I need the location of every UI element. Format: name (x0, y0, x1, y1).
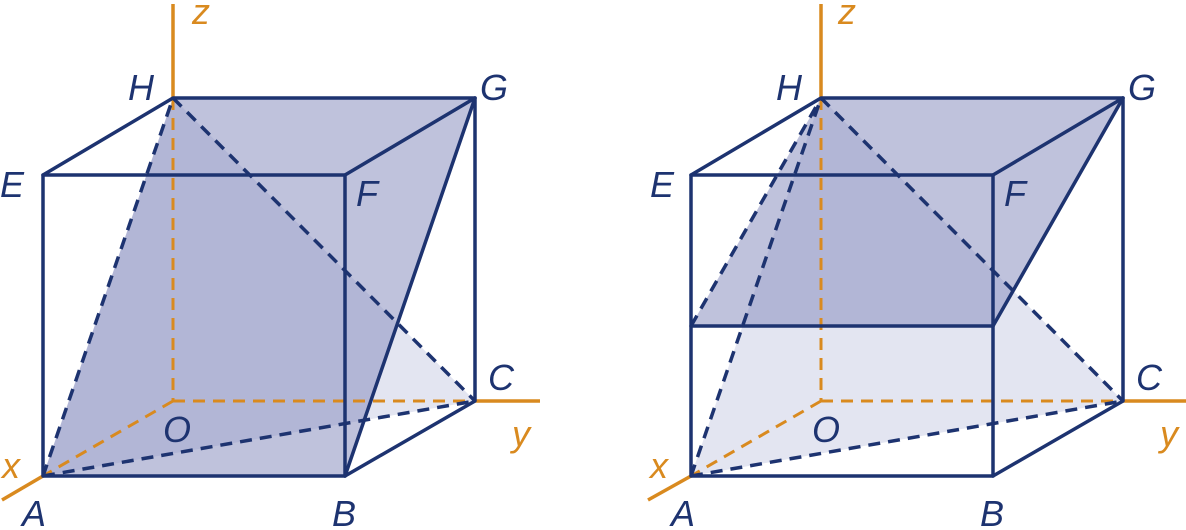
right-face-edges-left (343, 96, 477, 478)
top-back-edges-left (41, 96, 477, 177)
label-a-right: A (669, 493, 695, 530)
label-o-left: O (163, 409, 191, 450)
label-e-left: E (0, 164, 25, 205)
label-b-left: B (332, 493, 356, 530)
label-o-right: O (812, 409, 840, 450)
edge-b-g-left (343, 96, 477, 478)
shaded-plane-a-b-g-h-left (43, 98, 475, 476)
cube-figure-left: z y x H G E F C O A B (0, 0, 540, 530)
x-axis-left (1, 474, 44, 502)
label-h-left: H (128, 67, 155, 108)
label-b-right: B (980, 493, 1004, 530)
label-h-right: H (776, 67, 803, 108)
edge-h-c-right (819, 96, 1125, 403)
label-y-left: y (509, 413, 532, 454)
label-z-left: z (191, 0, 210, 32)
edge-a-c-left (42, 399, 476, 478)
label-a-left: A (20, 493, 46, 530)
edge-h-c-left (171, 96, 477, 403)
label-y-right: y (1157, 413, 1180, 454)
edge-mid-h-right (689, 97, 823, 327)
edge-section-g-right (991, 96, 1125, 328)
label-e-right: E (650, 164, 675, 205)
x-axis-right (647, 474, 692, 502)
label-x-right: x (648, 445, 670, 486)
label-c-left: C (488, 357, 515, 398)
right-face-edges-right (991, 96, 1125, 478)
cube-figure-right: z y x H G E F C O A B (647, 0, 1186, 530)
label-x-left: x (0, 445, 22, 486)
label-f-left: F (356, 173, 380, 214)
edge-a-c-right (690, 399, 1124, 478)
label-c-right: C (1136, 357, 1163, 398)
x-axis-hidden-left (42, 399, 174, 478)
label-f-right: F (1004, 173, 1028, 214)
label-z-right: z (837, 0, 856, 32)
edge-a-h-left (41, 97, 175, 477)
label-g-right: G (1128, 67, 1156, 108)
edge-a-h-right (689, 97, 823, 477)
shaded-plane-mid-g-h-right (691, 98, 1123, 326)
x-axis-hidden-right (690, 399, 822, 478)
top-back-edges-right (689, 96, 1125, 177)
label-g-left: G (480, 67, 508, 108)
